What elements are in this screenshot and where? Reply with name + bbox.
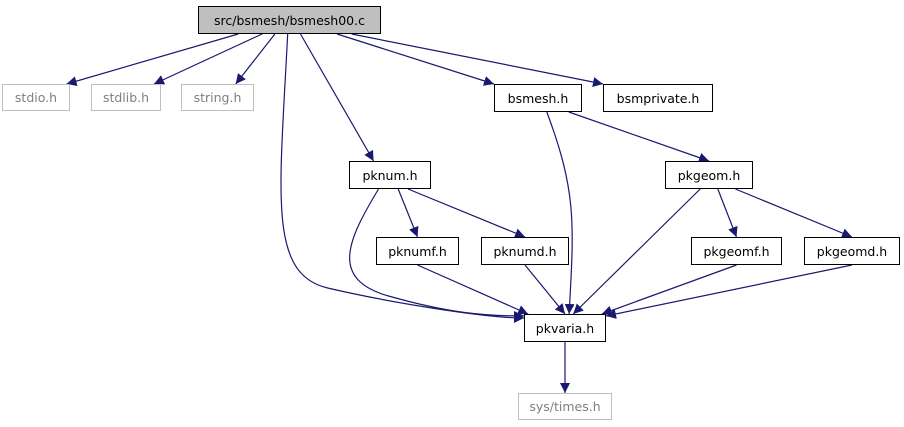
pknumd-header-node[interactable]: pknumd.h: [481, 237, 569, 265]
edge-pkgeomf-to-pkvaria: [601, 264, 737, 316]
edge-bsmesh-to-pkvaria: [546, 111, 575, 315]
pkgeom-header-node[interactable]: pkgeom.h: [665, 161, 753, 189]
string-header-node: string.h: [181, 84, 254, 111]
edge-pkgeomd-to-pkvaria: [605, 264, 853, 319]
edge-pkgeom-to-pkgeomf: [717, 188, 738, 238]
stdlib-header-node: stdlib.h: [91, 84, 161, 111]
edge-pknumd-to-pkvaria: [524, 264, 566, 315]
root-file-node: src/bsmesh/bsmesh00.c: [198, 6, 381, 34]
edge-pknumf-to-pkvaria: [417, 264, 529, 315]
edge-pknum-to-pknumd: [407, 188, 526, 238]
edge-root-to-stdio: [66, 33, 239, 87]
bsmesh-header-node[interactable]: bsmesh.h: [494, 84, 582, 112]
pkvaria-header-node[interactable]: pkvaria.h: [524, 314, 606, 342]
edge-bsmesh-to-pkgeom: [568, 111, 710, 163]
sys-times-header-node: sys/times.h: [518, 393, 612, 420]
edge-pknum-to-pknumf: [397, 188, 419, 238]
edge-root-to-stdlib: [153, 33, 263, 85]
pknumf-header-node[interactable]: pknumf.h: [376, 237, 459, 265]
pknum-header-node[interactable]: pknum.h: [349, 161, 431, 189]
pkgeomd-header-node[interactable]: pkgeomd.h: [804, 237, 900, 265]
edge-root-to-string: [235, 33, 276, 85]
edge-root-to-bsmprivate: [351, 33, 604, 87]
stdio-header-node: stdio.h: [2, 84, 70, 111]
edge-pknum-to-pkvaria: [349, 188, 525, 321]
edge-pkgeom-to-pkvaria: [572, 188, 701, 315]
bsmprivate-header-node[interactable]: bsmprivate.h: [603, 84, 713, 112]
edge-root-to-pknum: [299, 33, 375, 162]
pkgeomf-header-node[interactable]: pkgeomf.h: [691, 237, 782, 265]
edge-pkgeom-to-pkgeomd: [735, 188, 853, 238]
edge-root-to-bsmesh: [336, 33, 495, 86]
